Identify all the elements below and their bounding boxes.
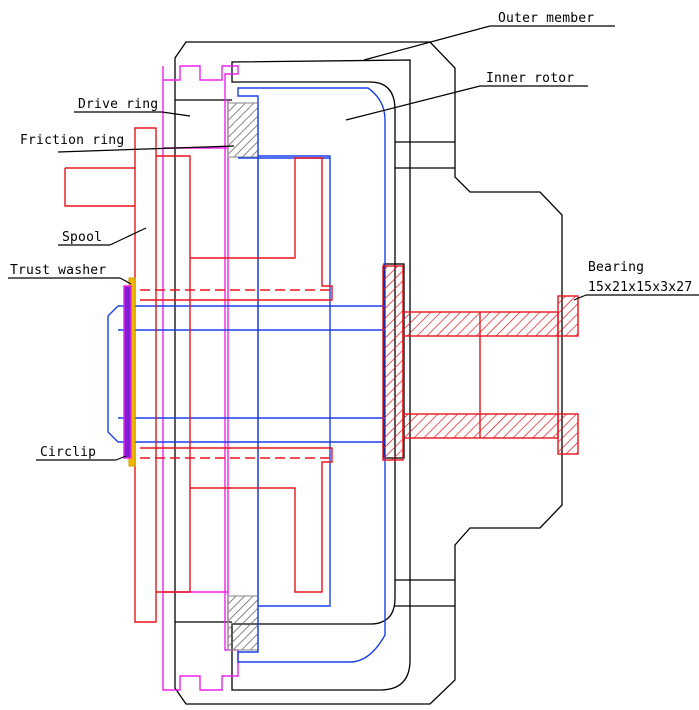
label-circlip: Circlip bbox=[36, 445, 127, 461]
label-friction-ring: Friction ring bbox=[20, 133, 235, 153]
label-inner-rotor: Inner rotor bbox=[345, 71, 588, 121]
label-bearing: Bearing 15x21x15x3x27 bbox=[573, 260, 699, 301]
drive-ring bbox=[162, 65, 239, 691]
svg-text:Circlip: Circlip bbox=[40, 445, 96, 460]
circlip bbox=[123, 285, 132, 459]
friction-ring bbox=[227, 102, 259, 651]
svg-text:Spool: Spool bbox=[62, 230, 102, 245]
spool bbox=[64, 127, 333, 623]
svg-text:Trust washer: Trust washer bbox=[10, 263, 106, 278]
svg-text:Bearing: Bearing bbox=[588, 260, 644, 275]
bearing bbox=[382, 265, 579, 461]
inner-rotor bbox=[107, 87, 386, 663]
svg-text:Drive ring: Drive ring bbox=[78, 97, 158, 112]
label-drive-ring: Drive ring bbox=[74, 97, 191, 117]
label-outer-member: Outer member bbox=[363, 11, 615, 61]
label-spool: Spool bbox=[58, 227, 147, 246]
svg-text:Inner rotor: Inner rotor bbox=[486, 71, 574, 86]
label-trust-washer: Trust washer bbox=[8, 263, 132, 285]
svg-text:15x21x15x3x27: 15x21x15x3x27 bbox=[588, 280, 692, 295]
svg-text:Friction ring: Friction ring bbox=[20, 133, 124, 148]
svg-text:Outer member: Outer member bbox=[498, 11, 594, 26]
